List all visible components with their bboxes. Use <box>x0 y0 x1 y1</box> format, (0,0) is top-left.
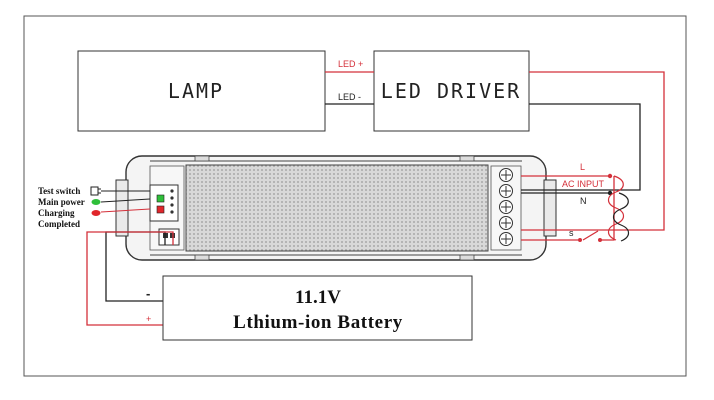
terminal-screw <box>499 200 513 214</box>
driver-supply-wires <box>521 71 665 231</box>
indicator-connector <box>149 184 179 222</box>
module-label-area <box>185 164 489 252</box>
main-power-led-icon <box>91 199 101 205</box>
led-plus-label: LED + <box>338 59 363 69</box>
emergency-module <box>115 155 557 261</box>
switch-contact <box>582 230 599 241</box>
lamp-box: LAMP <box>77 50 326 132</box>
lamp-label: LAMP <box>168 79 224 103</box>
completed-label: Completed <box>38 219 80 229</box>
indicator-leads <box>100 190 151 213</box>
terminal-screw <box>499 232 513 246</box>
led-driver-box: LED DRIVER <box>373 50 530 132</box>
led-minus-label: LED - <box>338 92 361 102</box>
battery-box: 11.1V Lthium-ion Battery <box>162 275 473 341</box>
ac-live-label: L <box>580 162 585 172</box>
charging-led-icon <box>91 210 101 216</box>
battery-plus-label: + <box>146 314 151 324</box>
test-switch-label: Test switch <box>38 186 80 196</box>
ac-input-label: AC INPUT <box>562 179 605 189</box>
terminal-screw <box>499 168 513 182</box>
led-wires: LED + LED - <box>325 59 374 105</box>
main-power-label: Main power <box>38 197 85 207</box>
terminal-screw <box>499 184 513 198</box>
diagram-frame <box>23 15 687 377</box>
ac-input-wiring: L AC INPUT N s <box>521 162 630 242</box>
battery-type: Lthium-ion Battery <box>233 312 403 333</box>
test-switch-icon <box>90 186 101 196</box>
charging-label: Charging <box>38 208 75 218</box>
led-driver-label: LED DRIVER <box>381 79 521 103</box>
terminal-block <box>499 168 513 246</box>
battery-wires <box>86 231 174 326</box>
switch-node <box>578 238 582 242</box>
terminal-screw <box>499 216 513 230</box>
battery-minus-label: - <box>146 286 150 301</box>
switch-node <box>598 238 602 242</box>
ac-neutral-label: N <box>580 196 587 206</box>
battery-voltage: 11.1V <box>295 287 341 308</box>
switch-label: s <box>569 228 574 238</box>
